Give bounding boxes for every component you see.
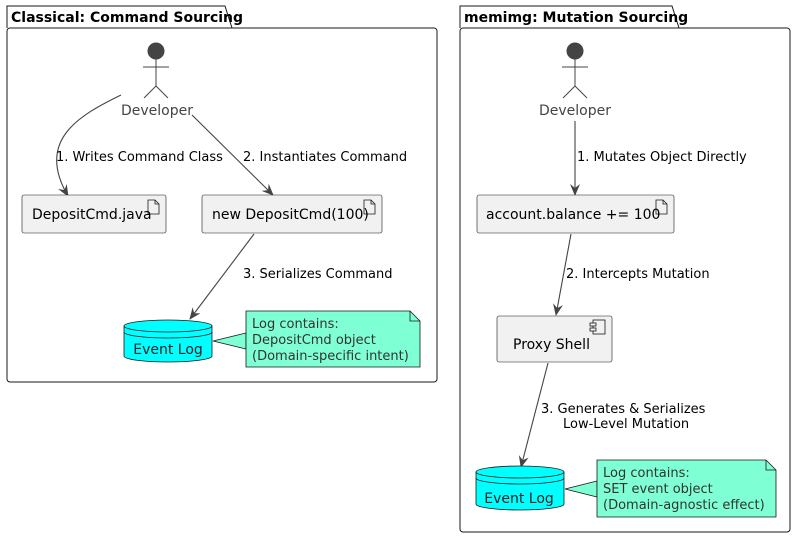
artifact-deposit-cmd-java-label: DepositCmd.java	[32, 207, 152, 223]
note-right-line-2: SET event object	[603, 482, 713, 497]
database-event-log-right-label: Event Log	[484, 491, 554, 507]
component-proxy-shell-label: Proxy Shell	[513, 337, 590, 353]
left-actor[interactable]: Developer	[121, 42, 193, 119]
left-actor-label: Developer	[121, 103, 193, 119]
component-icon	[589, 319, 606, 335]
database-event-log-left[interactable]: Event Log	[123, 319, 213, 363]
note-right-line-3: (Domain-agnostic effect)	[603, 498, 765, 513]
document-artifact-icon	[655, 199, 668, 215]
note-left-line-2: DepositCmd object	[252, 333, 376, 348]
package-memimg-title: memimg: Mutation Sourcing	[464, 10, 688, 26]
artifact-account-balance-label: account.balance += 100	[486, 207, 660, 223]
left-edge-3-label: 3. Serializes Command	[243, 267, 392, 282]
left-edge-1-label: 1. Writes Command Class	[56, 150, 223, 165]
right-edge-3	[518, 362, 549, 468]
right-edge-2	[553, 233, 572, 316]
right-edge-1-label: 1. Mutates Object Directly	[577, 150, 747, 165]
note-right-line-1: Log contains:	[603, 466, 690, 481]
database-event-log-right[interactable]: Event Log	[475, 465, 565, 511]
note-left: Log contains: DepositCmd object (Domain-…	[212, 310, 421, 368]
package-memimg: memimg: Mutation Sourcing	[459, 5, 791, 533]
stick-figure-actor-icon	[143, 42, 169, 99]
right-edge-2-label: 2. Intercepts Mutation	[566, 267, 710, 282]
right-actor-label: Developer	[539, 103, 611, 119]
right-edge-3-label-line-1: 3. Generates & Serializes	[541, 402, 706, 417]
package-classical-tab	[6, 5, 233, 29]
right-edge-3-label-line-2: Low-Level Mutation	[563, 417, 689, 432]
note-left-line-3: (Domain-specific intent)	[252, 349, 409, 364]
note-left-line-1: Log contains:	[252, 317, 339, 332]
database-event-log-left-label: Event Log	[133, 342, 203, 358]
package-classical-title: Classical: Command Sourcing	[11, 10, 243, 26]
database-cylinder-icon	[475, 465, 565, 511]
artifact-deposit-cmd-java[interactable]: DepositCmd.java	[21, 194, 167, 234]
right-actor[interactable]: Developer	[539, 42, 611, 119]
artifact-new-deposit-cmd-label: new DepositCmd(100)	[212, 207, 369, 223]
component-proxy-shell[interactable]: Proxy Shell	[496, 315, 613, 363]
left-edge-2	[191, 114, 274, 196]
database-cylinder-icon	[123, 319, 213, 363]
stick-figure-actor-icon	[562, 42, 588, 99]
package-memimg-tab	[459, 5, 680, 29]
left-edge-1	[56, 94, 122, 197]
note-right: Log contains: SET event object (Domain-a…	[564, 459, 777, 518]
document-artifact-icon	[363, 199, 376, 215]
left-edge-3	[189, 233, 255, 320]
left-edge-2-label: 2. Instantiates Command	[243, 150, 407, 165]
artifact-account-balance[interactable]: account.balance += 100	[476, 194, 675, 234]
document-artifact-icon	[147, 199, 160, 215]
artifact-new-deposit-cmd[interactable]: new DepositCmd(100)	[201, 194, 383, 234]
package-memimg-frame	[459, 27, 791, 533]
